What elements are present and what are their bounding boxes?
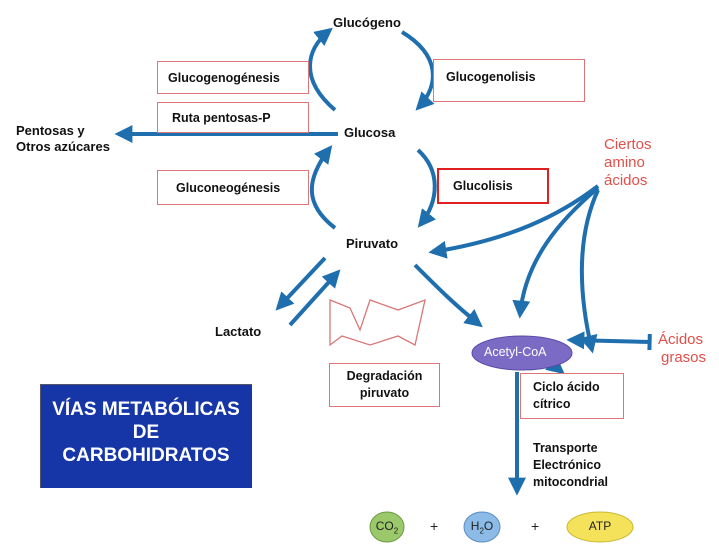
ciertos-line2: amino xyxy=(604,154,645,171)
h2o-ellipse xyxy=(463,511,501,543)
node-transporte: Transporte Electrónico mitocondrial xyxy=(533,440,608,491)
glucogenogenesis-label: Glucogenogénesis xyxy=(168,70,280,85)
transporte-line3: mitocondrial xyxy=(533,475,609,489)
ciclo-line1: Ciclo ácido xyxy=(533,380,600,394)
arrow-lactato-piruvato xyxy=(288,269,341,327)
degradacion-line2: piruvato xyxy=(359,386,410,400)
product-atp: ATP xyxy=(588,519,612,533)
box-gluconeogenesis: Gluconeogénesis xyxy=(157,170,309,205)
transporte-line1: Transporte xyxy=(533,441,598,455)
ciclo-line2: cítrico xyxy=(533,397,571,411)
title-line1: VÍAS METABÓLICAS xyxy=(52,399,240,420)
pentosas-line2: Otros azúcares xyxy=(16,139,110,154)
ciertos-line1: Ciertos xyxy=(604,136,652,153)
box-ciclo-acido-citrico: Ciclo ácido cítrico xyxy=(520,373,624,419)
node-lactato: Lactato xyxy=(215,324,262,339)
arrow-aa-acetylcoa xyxy=(512,186,600,319)
pentosas-line1: Pentosas y xyxy=(16,123,85,138)
node-pentosas: Pentosas y Otros azúcares xyxy=(16,123,110,155)
arrow-piruvato-acetylcoa xyxy=(413,263,483,328)
node-glucosa: Glucosa xyxy=(344,125,396,140)
product-co2: CO2 xyxy=(372,519,402,535)
title-line3: CARBOHIDRATOS xyxy=(62,445,230,466)
h2o-subscript: 2 xyxy=(479,526,484,536)
acidos-line2: grasos xyxy=(661,349,707,366)
arrow-glucogenolisis xyxy=(400,30,435,111)
arrow-grasos-acetylcoa xyxy=(566,331,652,351)
title-line2: DE xyxy=(132,422,160,443)
co2-text: CO xyxy=(375,519,394,533)
degradacion-label: Degradación piruvato xyxy=(347,368,423,402)
box-degradacion-piruvato: Degradación piruvato xyxy=(329,363,440,407)
ruta-pentosas-label: Ruta pentosas-P xyxy=(172,110,271,125)
glucogenolisis-label: Glucogenolisis xyxy=(446,70,536,84)
h2o-h: H xyxy=(470,519,480,533)
h2o-o: O xyxy=(483,519,494,533)
degradacion-arrow-shape xyxy=(329,298,426,347)
node-acetyl-coa: Acetyl-CoA xyxy=(484,345,547,359)
gluconeogenesis-label: Gluconeogénesis xyxy=(176,180,281,195)
acetyl-coa-ellipse xyxy=(471,335,573,371)
co2-ellipse xyxy=(369,511,405,543)
arrow-aa-piruvato xyxy=(428,184,600,259)
title-box: VÍAS METABÓLICAS DE CARBOHIDRATOS xyxy=(40,384,252,488)
plus-sign-1: + xyxy=(430,518,439,534)
product-h2o: H2O xyxy=(467,519,497,535)
node-glucogeno: Glucógeno xyxy=(333,15,401,30)
box-glucogenolisis: Glucogenolisis xyxy=(433,59,585,102)
co2-subscript: 2 xyxy=(393,526,399,536)
arrow-glucogenogenesis xyxy=(308,27,337,112)
ciclo-label: Ciclo ácido cítrico xyxy=(533,379,600,413)
arrow-aa-ciclo xyxy=(579,189,600,354)
transporte-line2: Electrónico xyxy=(533,458,602,472)
atp-ellipse xyxy=(566,511,634,543)
degradacion-line1: Degradación xyxy=(346,369,423,383)
ciertos-line3: ácidos xyxy=(604,172,648,189)
arrow-piruvato-lactato xyxy=(275,256,327,311)
arrow-gluconeogenesis xyxy=(309,145,337,230)
box-glucogenogenesis: Glucogenogénesis xyxy=(157,61,309,94)
arrow-glucolisis xyxy=(416,148,437,228)
box-ruta-pentosas: Ruta pentosas-P xyxy=(157,102,309,133)
acidos-grasos: Ácidos grasos xyxy=(658,331,706,367)
ciertos-amino-acidos: Ciertos amino ácidos xyxy=(604,136,652,190)
node-piruvato: Piruvato xyxy=(346,236,399,251)
box-glucolisis: Glucolisis xyxy=(437,168,549,204)
acidos-line1: Ácidos xyxy=(658,331,704,348)
plus-sign-2: + xyxy=(531,518,540,534)
glucolisis-label: Glucolisis xyxy=(453,179,513,193)
